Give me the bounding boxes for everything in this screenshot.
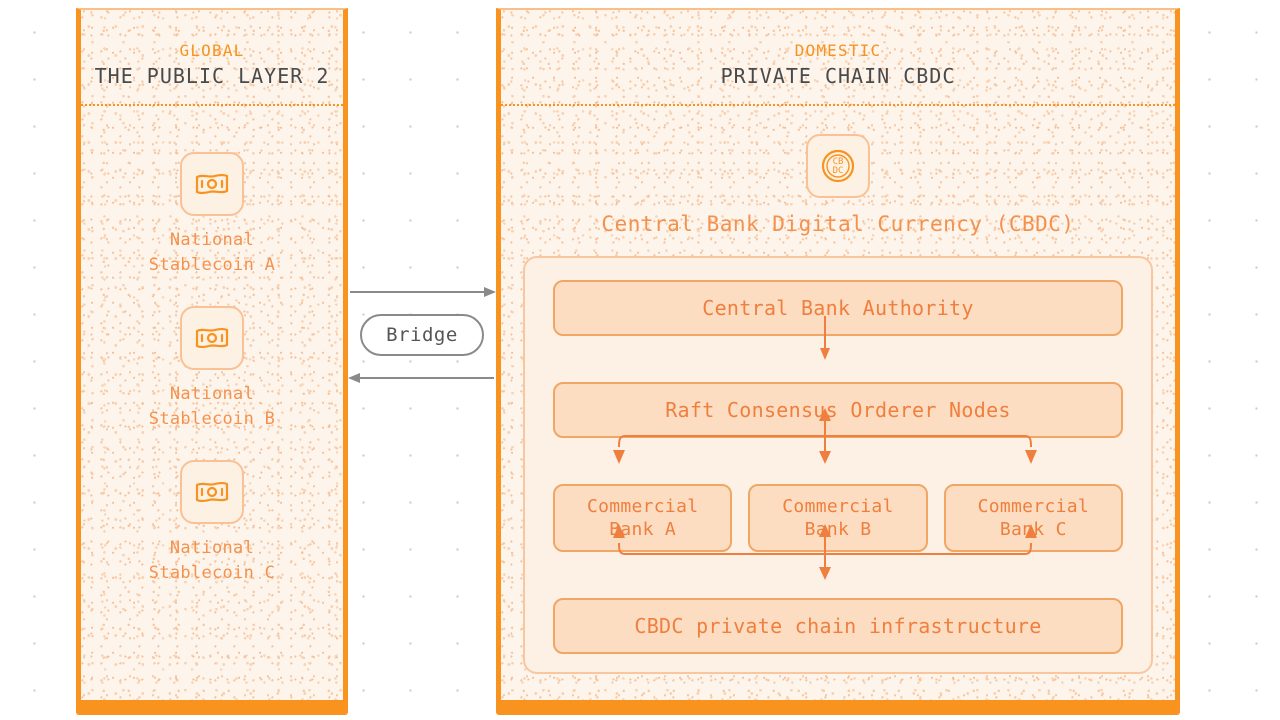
stablecoin-label-a-line2: Stablecoin A: [148, 255, 276, 275]
banknote-icon: [179, 306, 244, 370]
stablecoin-label-a-line1: National: [169, 230, 255, 250]
cbdc-header-group: CB DC Central Bank Digital Currency (CBD…: [501, 106, 1175, 236]
banknote-icon: [179, 460, 244, 524]
node-commercial-bank-b[interactable]: Commercial Bank B: [748, 484, 928, 552]
node-commercial-bank-c[interactable]: Commercial Bank C: [943, 484, 1123, 552]
flow-connectors: [613, 316, 1037, 580]
domestic-panel-title: PRIVATE CHAIN CBDC: [720, 64, 956, 88]
node-cbdc-private-chain-infrastructure[interactable]: CBDC private chain infrastructure: [553, 598, 1123, 654]
stablecoin-item-b[interactable]: National Stablecoin B: [149, 306, 275, 432]
svg-text:DC: DC: [833, 166, 844, 176]
arrow-up-icon: [819, 524, 831, 537]
bridge-arrow-left-icon: [348, 373, 360, 383]
node-commercial-bank-a[interactable]: Commercial Bank A: [553, 484, 733, 552]
cbdc-flow-container: Central Bank Authority Raft Consensus Or…: [523, 256, 1153, 674]
node-central-bank-authority[interactable]: Central Bank Authority: [553, 280, 1123, 336]
domestic-panel: DOMESTIC PRIVATE CHAIN CBDC CB DC Centra…: [496, 8, 1180, 700]
arrow-down-icon: [819, 567, 831, 580]
bridge-arrows: [348, 287, 496, 383]
bridge-label[interactable]: Bridge: [360, 314, 484, 356]
domestic-panel-kicker: DOMESTIC: [794, 41, 882, 60]
global-panel-base: [76, 700, 348, 715]
stablecoin-list: National Stablecoin A National Stablecoi…: [81, 106, 343, 586]
arrow-down-icon: [613, 450, 625, 464]
arrow-down-icon: [819, 451, 831, 464]
arrow-up-icon: [613, 524, 625, 538]
arrow-down-icon: [1025, 450, 1037, 464]
global-panel: GLOBAL THE PUBLIC LAYER 2 National Stabl…: [76, 8, 348, 700]
global-panel-title: THE PUBLIC LAYER 2: [94, 64, 330, 88]
stablecoin-label-b-line2: Stablecoin B: [148, 409, 276, 429]
cbdc-coin-icon: CB DC: [806, 134, 870, 198]
bridge-connector-zone: Bridge: [348, 270, 496, 400]
stablecoin-label-a: National Stablecoin A: [149, 228, 275, 278]
stablecoin-label-c: National Stablecoin C: [149, 536, 275, 586]
global-panel-header: GLOBAL THE PUBLIC LAYER 2: [81, 10, 343, 106]
stablecoin-label-c-line1: National: [169, 538, 255, 558]
commercial-bank-row: Commercial Bank A Commercial Bank B Comm…: [553, 484, 1123, 552]
stablecoin-item-a[interactable]: National Stablecoin A: [149, 152, 275, 278]
stablecoin-label-b-line1: National: [169, 384, 255, 404]
domestic-panel-header: DOMESTIC PRIVATE CHAIN CBDC: [501, 10, 1175, 106]
bank-a-line1: Commercial: [586, 496, 699, 517]
bridge-arrow-right-icon: [484, 287, 496, 297]
svg-text:CB: CB: [833, 157, 844, 167]
banknote-icon: [179, 152, 244, 216]
arrow-down-icon: [820, 348, 830, 360]
domestic-panel-base: [496, 700, 1180, 715]
bank-a-line2: Bank A: [609, 519, 677, 540]
bank-c-line1: Commercial: [977, 496, 1089, 517]
arrow-up-icon: [1025, 524, 1037, 538]
bank-b-line1: Commercial: [782, 496, 894, 517]
stablecoin-item-c[interactable]: National Stablecoin C: [149, 460, 275, 586]
stablecoin-label-c-line2: Stablecoin C: [148, 563, 276, 583]
stablecoin-label-b: National Stablecoin B: [149, 382, 275, 432]
cbdc-label: Central Bank Digital Currency (CBDC): [601, 212, 1075, 236]
global-panel-kicker: GLOBAL: [179, 41, 245, 60]
arrow-up-icon: [819, 408, 831, 421]
